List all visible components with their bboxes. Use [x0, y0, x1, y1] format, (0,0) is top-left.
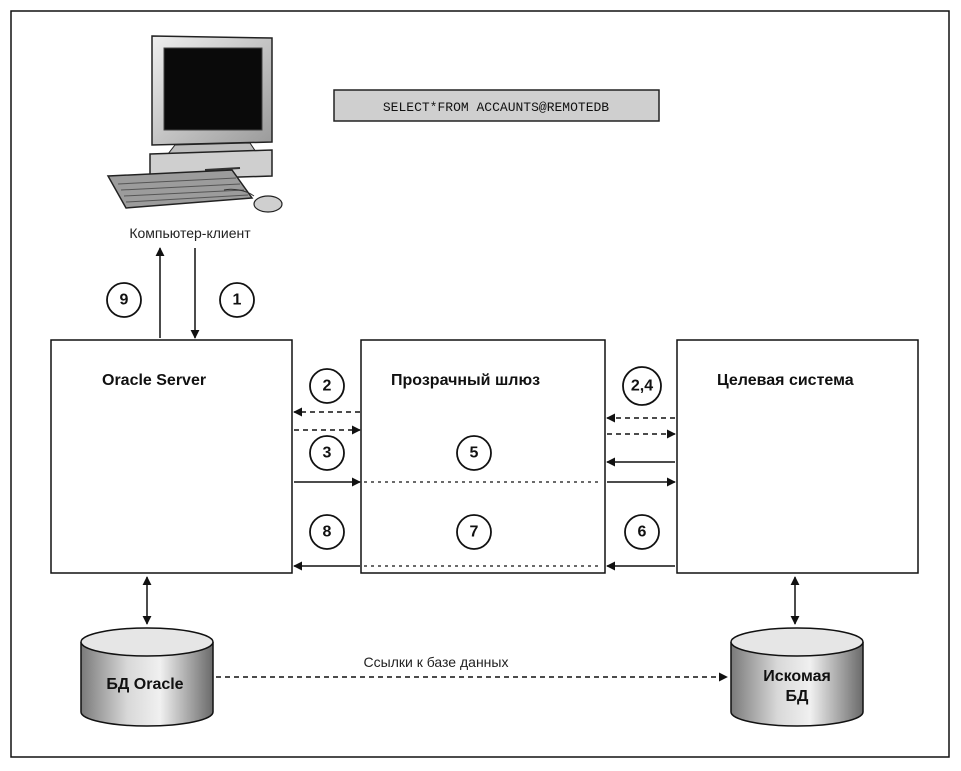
client-label: Компьютер-клиент: [129, 225, 251, 241]
target-db-cylinder-icon: [730, 627, 864, 727]
svg-text:6: 6: [638, 524, 647, 541]
sql-query-text: SELECT*FROM ACCAUNTS@REMOTEDB: [383, 100, 609, 115]
sql-query-box: [333, 89, 660, 122]
oracle-server-box: [50, 339, 293, 574]
target-db-label-line1: Искомая: [763, 668, 831, 685]
db-link-label: Ссылки к базе данных: [364, 654, 509, 670]
client-computer-icon: [106, 35, 283, 213]
oracle-db-label: БД Oracle: [106, 676, 183, 693]
step-8-badge: 8: [309, 514, 345, 550]
svg-text:3: 3: [323, 445, 332, 462]
oracle-db-cylinder-icon: [80, 627, 214, 727]
svg-text:7: 7: [470, 524, 479, 541]
target-db-label-line2: БД: [786, 688, 810, 705]
svg-text:2,4: 2,4: [631, 378, 653, 395]
gateway-title: Прозрачный шлюз: [391, 372, 540, 389]
step-3-badge: 3: [309, 435, 345, 471]
step-1-badge: 1: [219, 282, 255, 318]
step-2-badge: 2: [309, 368, 345, 404]
svg-text:5: 5: [470, 445, 479, 462]
target-system-box: [676, 339, 919, 574]
step-7-badge: 7: [456, 514, 492, 550]
svg-text:2: 2: [323, 378, 332, 395]
svg-text:1: 1: [233, 292, 242, 309]
step-6-badge: 6: [624, 514, 660, 550]
svg-text:9: 9: [120, 292, 129, 309]
step-9-badge: 9: [106, 282, 142, 318]
target-system-title: Целевая система: [717, 372, 854, 389]
svg-text:8: 8: [323, 524, 332, 541]
step-24-badge: 2,4: [622, 366, 662, 406]
oracle-server-title: Oracle Server: [102, 372, 206, 389]
step-5-badge: 5: [456, 435, 492, 471]
